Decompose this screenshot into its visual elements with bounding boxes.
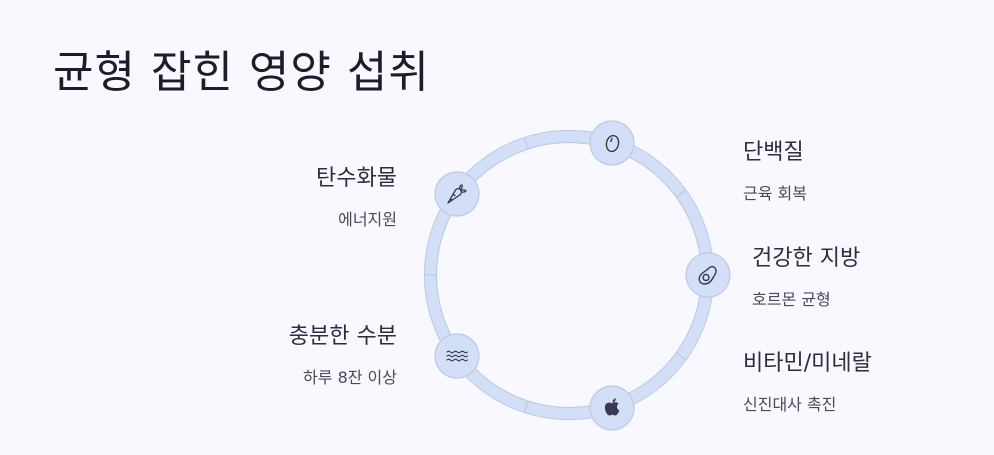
carrot-icon bbox=[447, 184, 467, 204]
node-description: 호르몬 균형 bbox=[752, 290, 831, 309]
water-waves-icon bbox=[446, 350, 468, 362]
avocado-icon bbox=[698, 265, 717, 285]
node-carb[interactable] bbox=[434, 171, 480, 217]
node-description: 에너지원 bbox=[338, 210, 397, 229]
label-fat: 건강한 지방 호르몬 균형 bbox=[752, 240, 860, 310]
page-title: 균형 잡힌 영양 섭취 bbox=[53, 47, 430, 98]
egg-icon bbox=[605, 134, 620, 153]
node-description: 근육 회복 bbox=[743, 184, 807, 203]
label-carb: 탄수화물 에너지원 bbox=[316, 160, 397, 230]
node-title: 건강한 지방 bbox=[752, 246, 861, 271]
node-description: 하루 8잔 이상 bbox=[303, 368, 397, 387]
node-water[interactable] bbox=[434, 333, 480, 379]
label-protein: 단백질 근육 회복 bbox=[743, 134, 807, 204]
label-vitamin: 비타민/미네랄 신진대사 촉진 bbox=[743, 345, 872, 415]
node-description: 신진대사 촉진 bbox=[743, 395, 837, 414]
node-title: 탄수화물 bbox=[316, 166, 397, 191]
node-title: 충분한 수분 bbox=[288, 324, 397, 349]
node-title: 비타민/미네랄 bbox=[743, 351, 872, 376]
ring-dividers bbox=[424, 137, 687, 413]
node-vitamin[interactable] bbox=[589, 385, 635, 431]
node-fat[interactable] bbox=[685, 252, 731, 298]
node-protein[interactable] bbox=[589, 120, 635, 166]
node-title: 단백질 bbox=[743, 140, 804, 165]
apple-icon bbox=[604, 398, 620, 416]
label-water: 충분한 수분 하루 8잔 이상 bbox=[289, 318, 397, 388]
